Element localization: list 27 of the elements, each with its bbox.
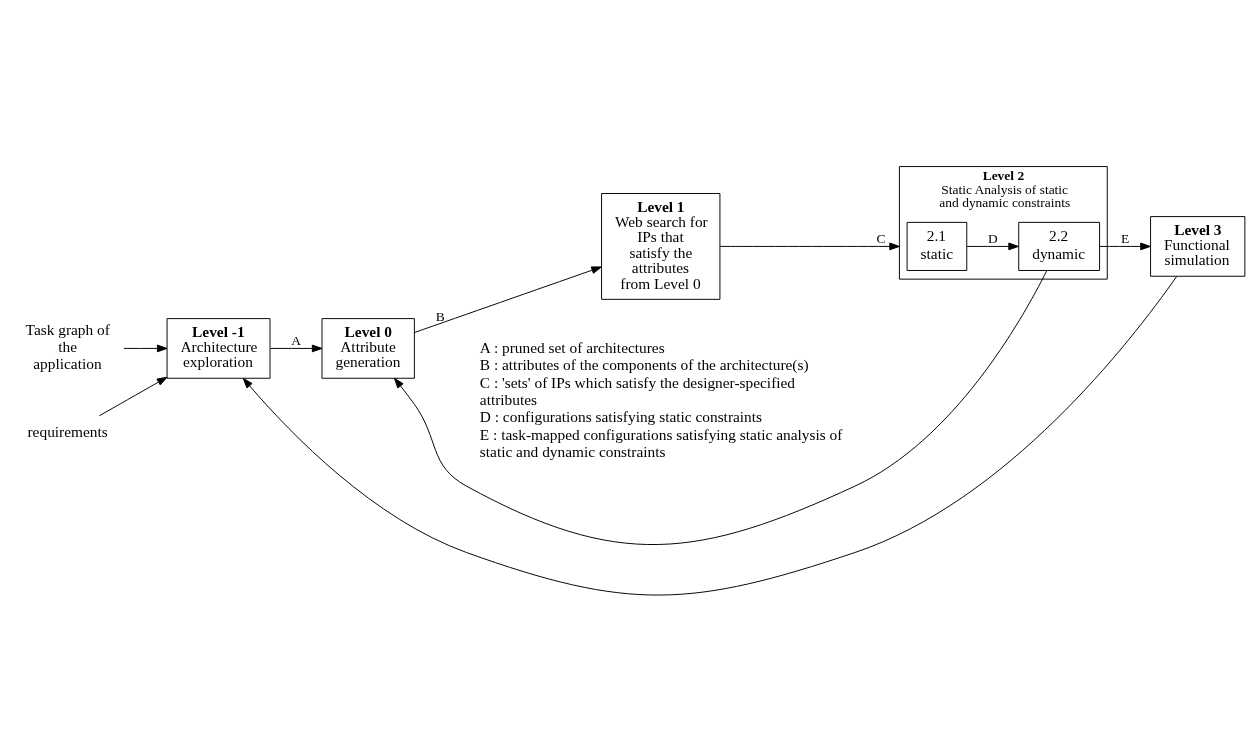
- edge-label: A: [291, 332, 301, 348]
- node-text: requirements: [27, 422, 108, 440]
- arrow: [269, 344, 323, 352]
- edge-label: D: [987, 230, 998, 246]
- label: E : task-mapped configurations satisfying static analysis of static and dynamic constraints: [479, 425, 843, 460]
- node-box: Level 3 Functional simulation: [1150, 215, 1246, 277]
- node-box: Level 1 Web search for IPs that satisfy the attributes from Level 0: [601, 192, 721, 300]
- label: B : attributes of the components of the architecture(s): [479, 355, 809, 373]
- arrow: [966, 242, 1019, 250]
- arrow: [98, 376, 168, 416]
- arrow: [123, 344, 168, 352]
- arrow: [1099, 242, 1151, 250]
- label: A : pruned set of architectures: [479, 338, 665, 356]
- node-text: Task graph of the application: [25, 320, 110, 372]
- edge-label: E: [1120, 230, 1130, 246]
- arrow: [414, 265, 602, 333]
- node-box: Level -1 Architecture exploration: [166, 317, 271, 379]
- arrow: [242, 275, 1178, 596]
- label: D : configurations satisfying static constraints: [479, 407, 763, 425]
- edge-label: C: [876, 230, 886, 246]
- node-box: 2.1 static: [906, 221, 968, 271]
- node-box: 2.2 dynamic: [1018, 221, 1101, 271]
- arrow: [719, 242, 900, 250]
- label: C : 'sets' of IPs which satisfy the designer-specified attributes: [479, 373, 796, 408]
- arrow: [393, 269, 1048, 545]
- node-box: Level 0 Attribute generation: [321, 317, 415, 379]
- edge-label: B: [435, 308, 445, 324]
